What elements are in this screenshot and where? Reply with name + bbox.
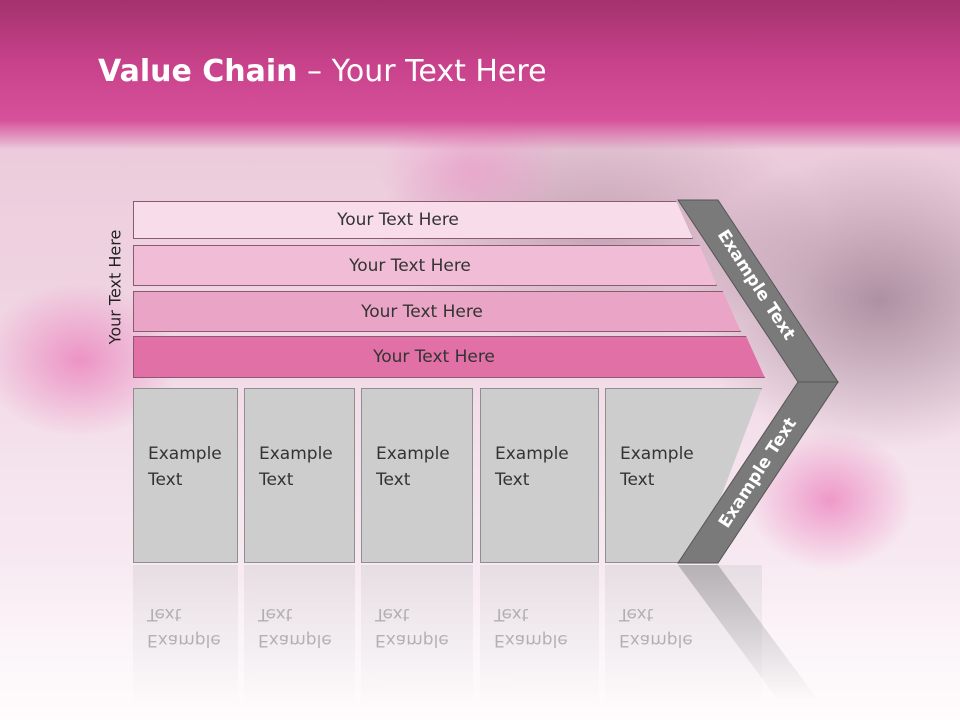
- row-3-label: Your Text Here: [361, 301, 483, 322]
- title-bar: [0, 0, 960, 150]
- chevron-lower: [677, 381, 839, 564]
- title-bold: Value Chain: [98, 54, 298, 89]
- box-4-line-2: Text: [495, 470, 530, 490]
- box-3-line-2: Text: [376, 470, 411, 490]
- box-5-line-2: Text: [620, 470, 655, 490]
- row-4: Your Text Here: [133, 336, 765, 378]
- box-2-line-1: Example: [259, 444, 333, 464]
- row-1-label: Your Text Here: [337, 210, 459, 230]
- box-5-line-1: Example: [620, 444, 694, 464]
- box-2-line-2: Text: [259, 470, 294, 490]
- row-2-label: Your Text Here: [349, 255, 471, 276]
- box-4-line-1: Example: [495, 444, 569, 464]
- row-4-label: Your Text Here: [373, 347, 495, 367]
- box-1-line-1: Example: [148, 444, 222, 464]
- row-1: Your Text Here: [133, 201, 693, 239]
- box-1-line-2: Text: [148, 470, 183, 490]
- row-3: Your Text Here: [133, 291, 741, 332]
- box-3-line-1: Example: [376, 444, 450, 464]
- row-2: Your Text Here: [133, 245, 717, 286]
- chevron-reflection: [678, 565, 818, 700]
- title-rest: – Your Text Here: [297, 54, 547, 89]
- slide-title: Value Chain – Your Text Here: [98, 54, 547, 89]
